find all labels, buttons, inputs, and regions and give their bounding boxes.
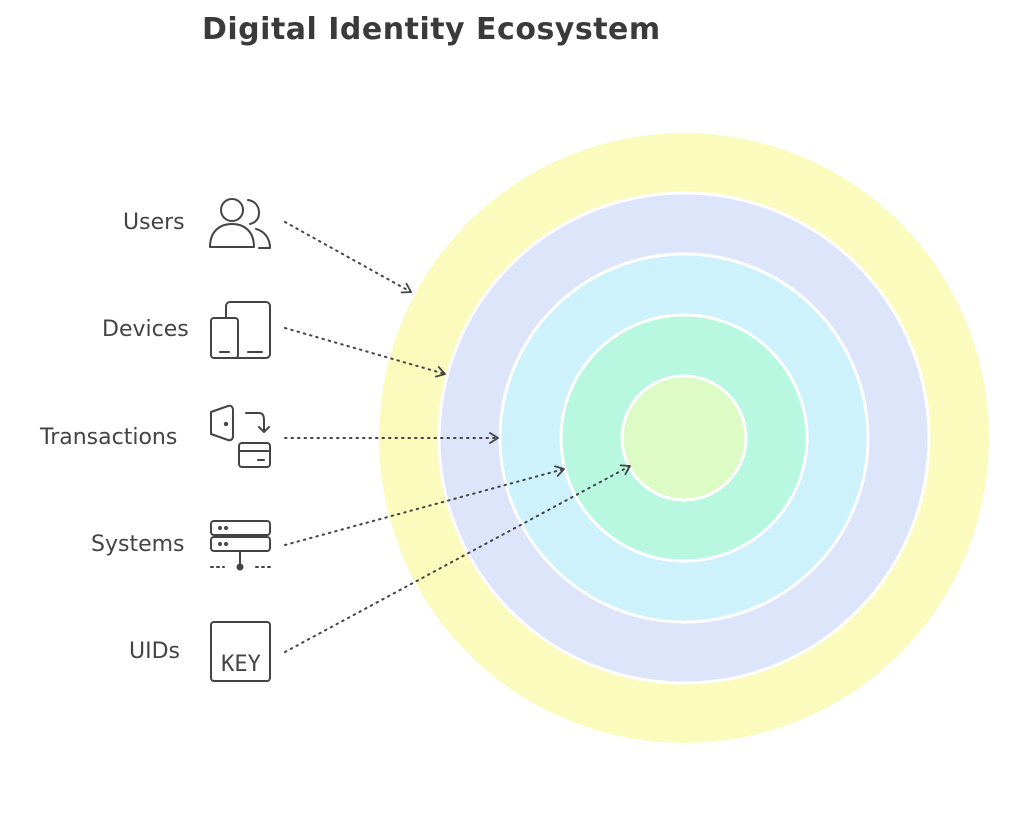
arrow-devices [284,327,446,378]
diagram-title: Digital Identity Ecosystem [202,12,661,47]
systems-icon [210,520,271,571]
arrow-uids [284,464,631,653]
label-systems: Systems [91,532,185,557]
label-devices: Devices [102,317,189,342]
ring-uids [620,374,748,502]
arrow-systems [284,465,565,546]
arrow-users [284,221,412,294]
users-icon [209,198,271,249]
label-users: Users [123,210,185,235]
devices-icon [210,301,271,359]
label-uids: UIDs [129,639,180,664]
transactions-icon [210,404,271,468]
key-icon-text: KEY [221,652,261,677]
key-icon [210,621,271,682]
label-transactions: Transactions [40,425,178,450]
